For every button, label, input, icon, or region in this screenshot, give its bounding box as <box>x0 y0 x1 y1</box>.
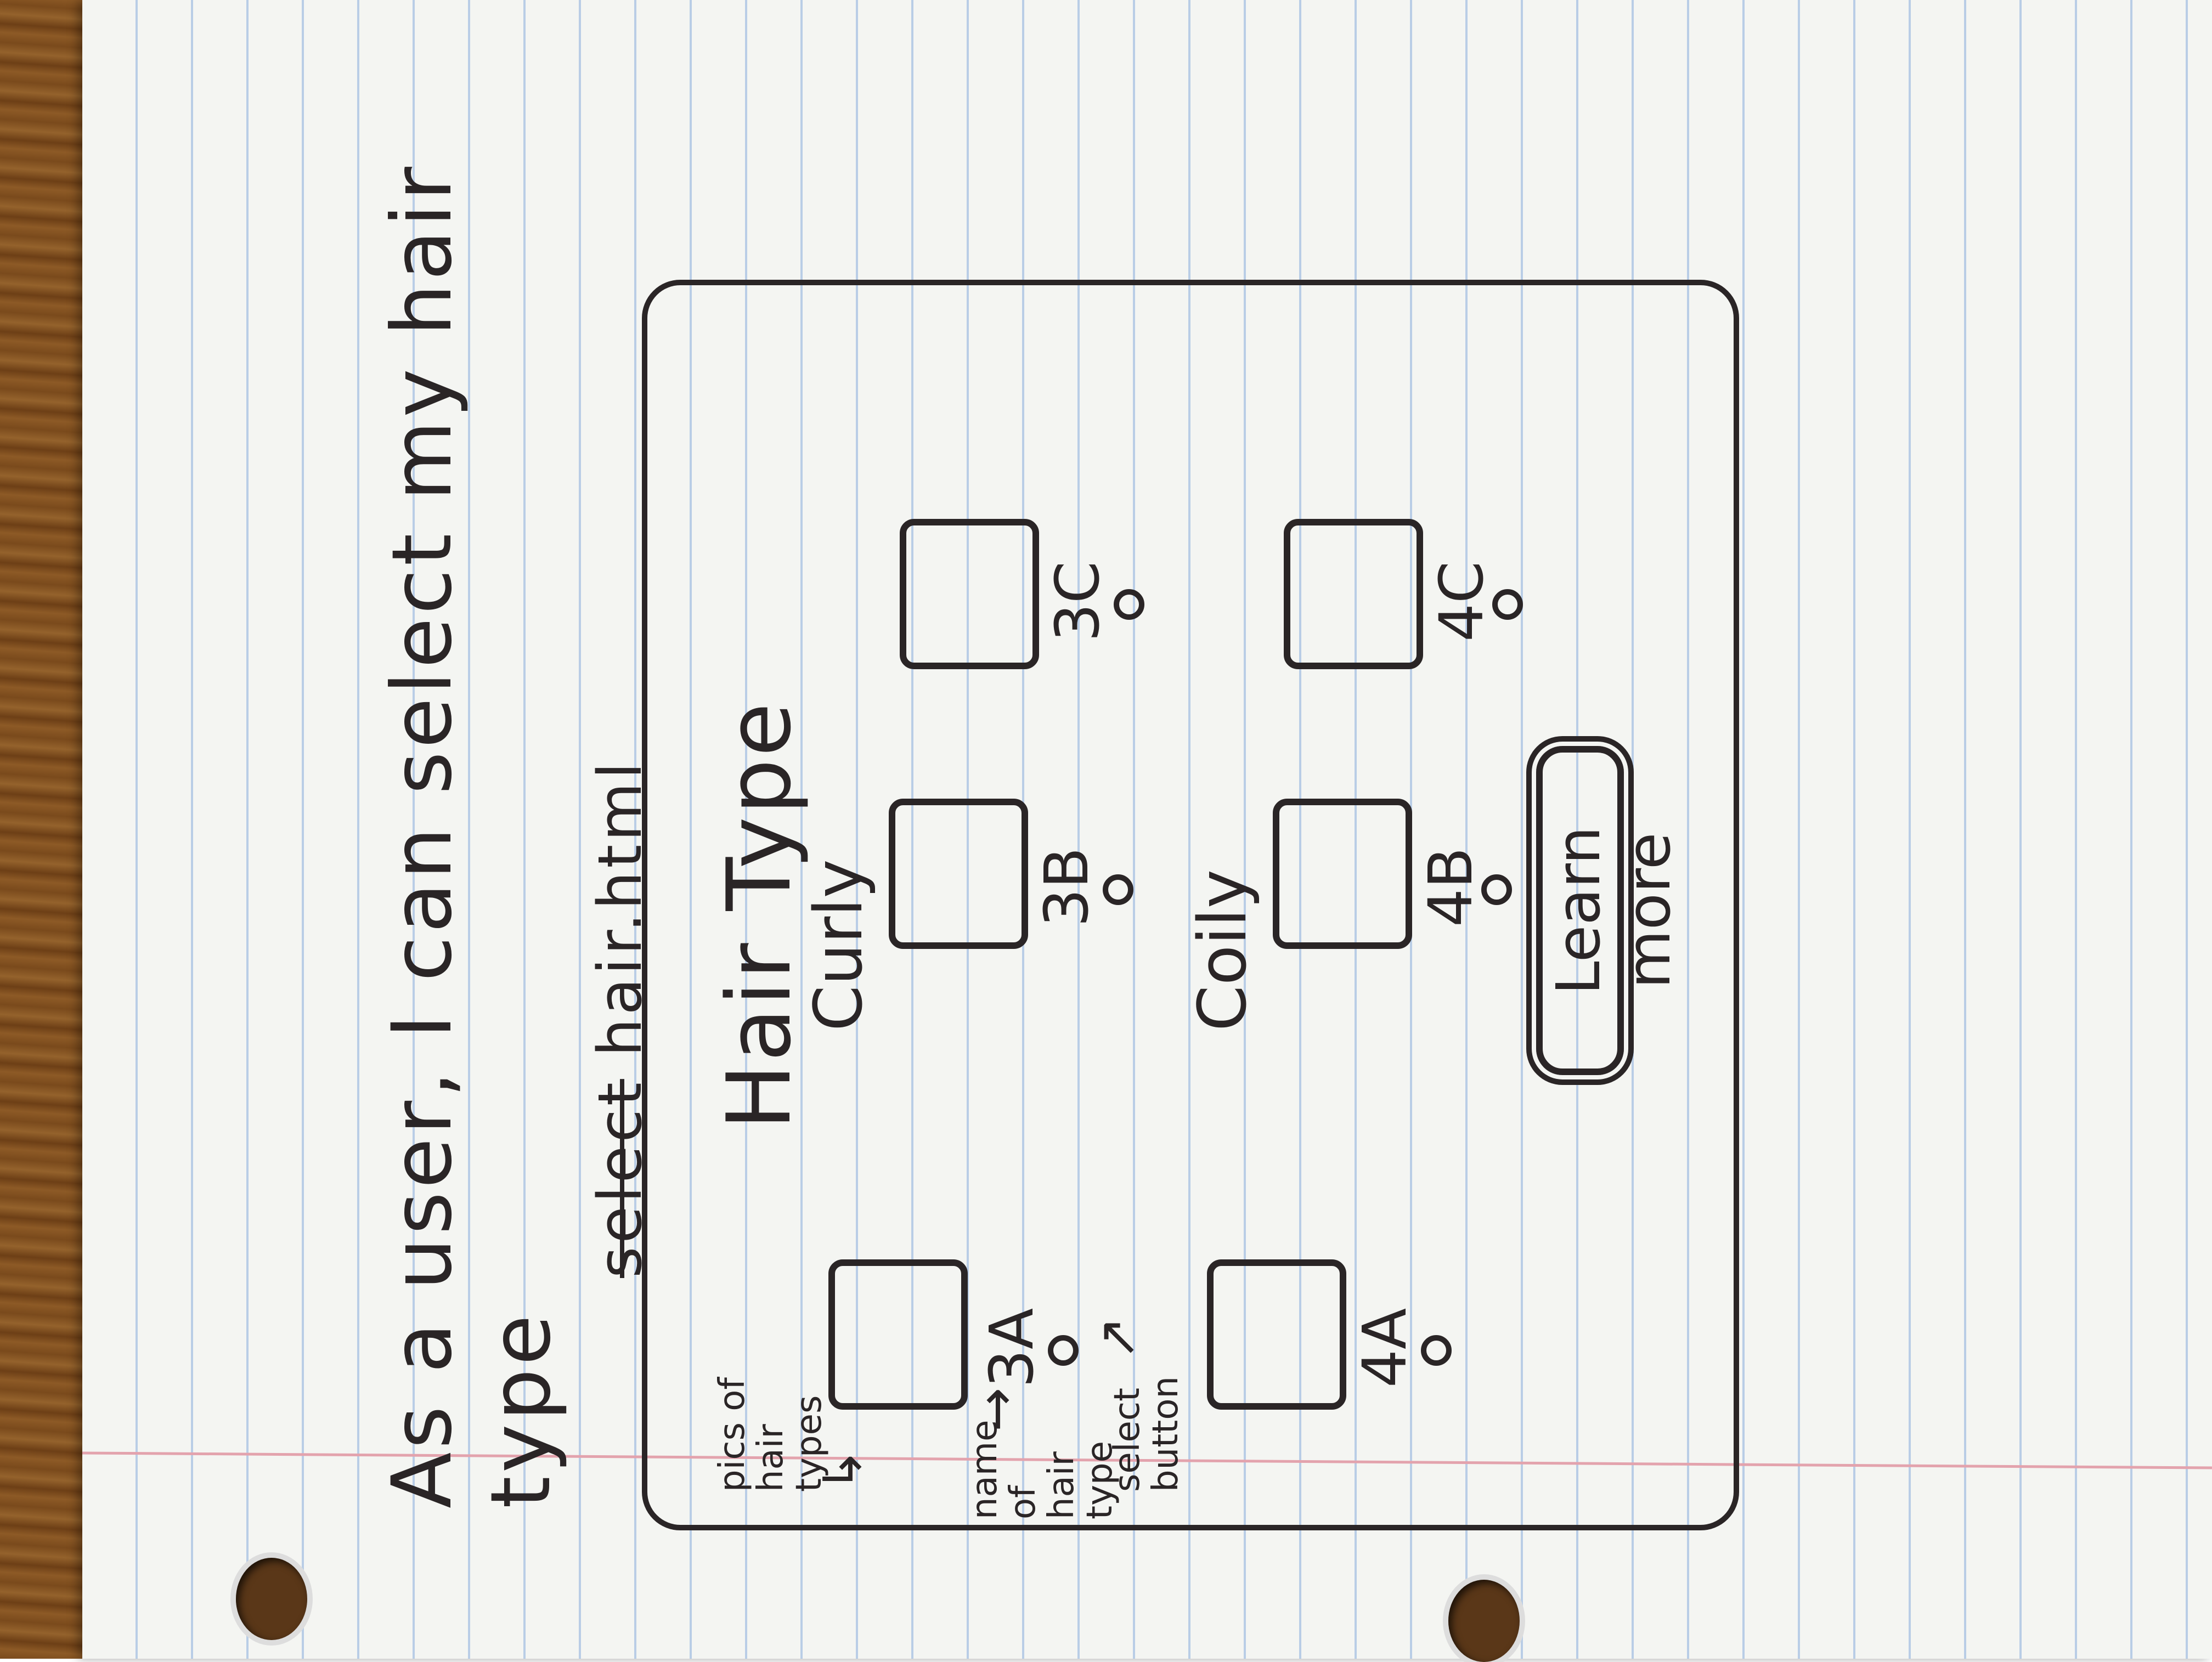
select-radio-3b[interactable] <box>1103 874 1133 905</box>
learn-more-button[interactable]: Learn more <box>1536 746 1684 1075</box>
hair-type-image-3c[interactable] <box>900 519 1039 669</box>
select-radio-3c[interactable] <box>1114 589 1144 620</box>
hair-type-name-3b: 3B <box>1031 847 1102 927</box>
select-radio-4b[interactable] <box>1481 874 1512 905</box>
arrow-icon: ↗ <box>1086 1316 1148 1360</box>
annotation-select: select button <box>1107 1376 1186 1492</box>
notebook-paper <box>82 0 2212 1659</box>
binder-hole <box>236 1558 307 1640</box>
arrow-icon: → <box>966 1387 1027 1432</box>
user-story: As a user, I can select my hair type sel… <box>373 137 669 1508</box>
wireframe-sketch: As a user, I can select my hair type sel… <box>329 49 1756 1574</box>
group-label-coily: Coily <box>1185 869 1261 1031</box>
select-radio-4a[interactable] <box>1421 1335 1452 1366</box>
hair-type-image-4a[interactable] <box>1207 1259 1346 1410</box>
hair-type-name-3c: 3C <box>1042 561 1113 642</box>
hair-type-image-3b[interactable] <box>889 799 1028 949</box>
arrow-icon: ↳ <box>812 1448 873 1492</box>
hair-type-name-4a: 4A <box>1350 1308 1420 1388</box>
hair-type-name-4b: 4B <box>1415 847 1486 927</box>
hair-type-screen: Hair Type Curly Coily 3A 3B 3C 4A 4B 4C … <box>642 280 1739 1530</box>
select-radio-4c[interactable] <box>1492 589 1523 620</box>
hair-type-name-4c: 4C <box>1426 561 1497 642</box>
group-label-curly: Curly <box>801 859 877 1031</box>
hair-type-name-3a: 3A <box>977 1308 1047 1388</box>
user-story-text: As a user, I can select my hair type <box>375 163 569 1508</box>
hair-type-image-4b[interactable] <box>1273 799 1412 949</box>
page-title: Hair Type <box>708 700 810 1130</box>
select-radio-3a[interactable] <box>1048 1335 1079 1366</box>
annotation-pics: pics of hair types <box>712 1377 830 1492</box>
hair-type-image-4c[interactable] <box>1284 519 1423 669</box>
hair-type-image-3a[interactable] <box>828 1259 968 1410</box>
binder-hole <box>1448 1580 1520 1662</box>
